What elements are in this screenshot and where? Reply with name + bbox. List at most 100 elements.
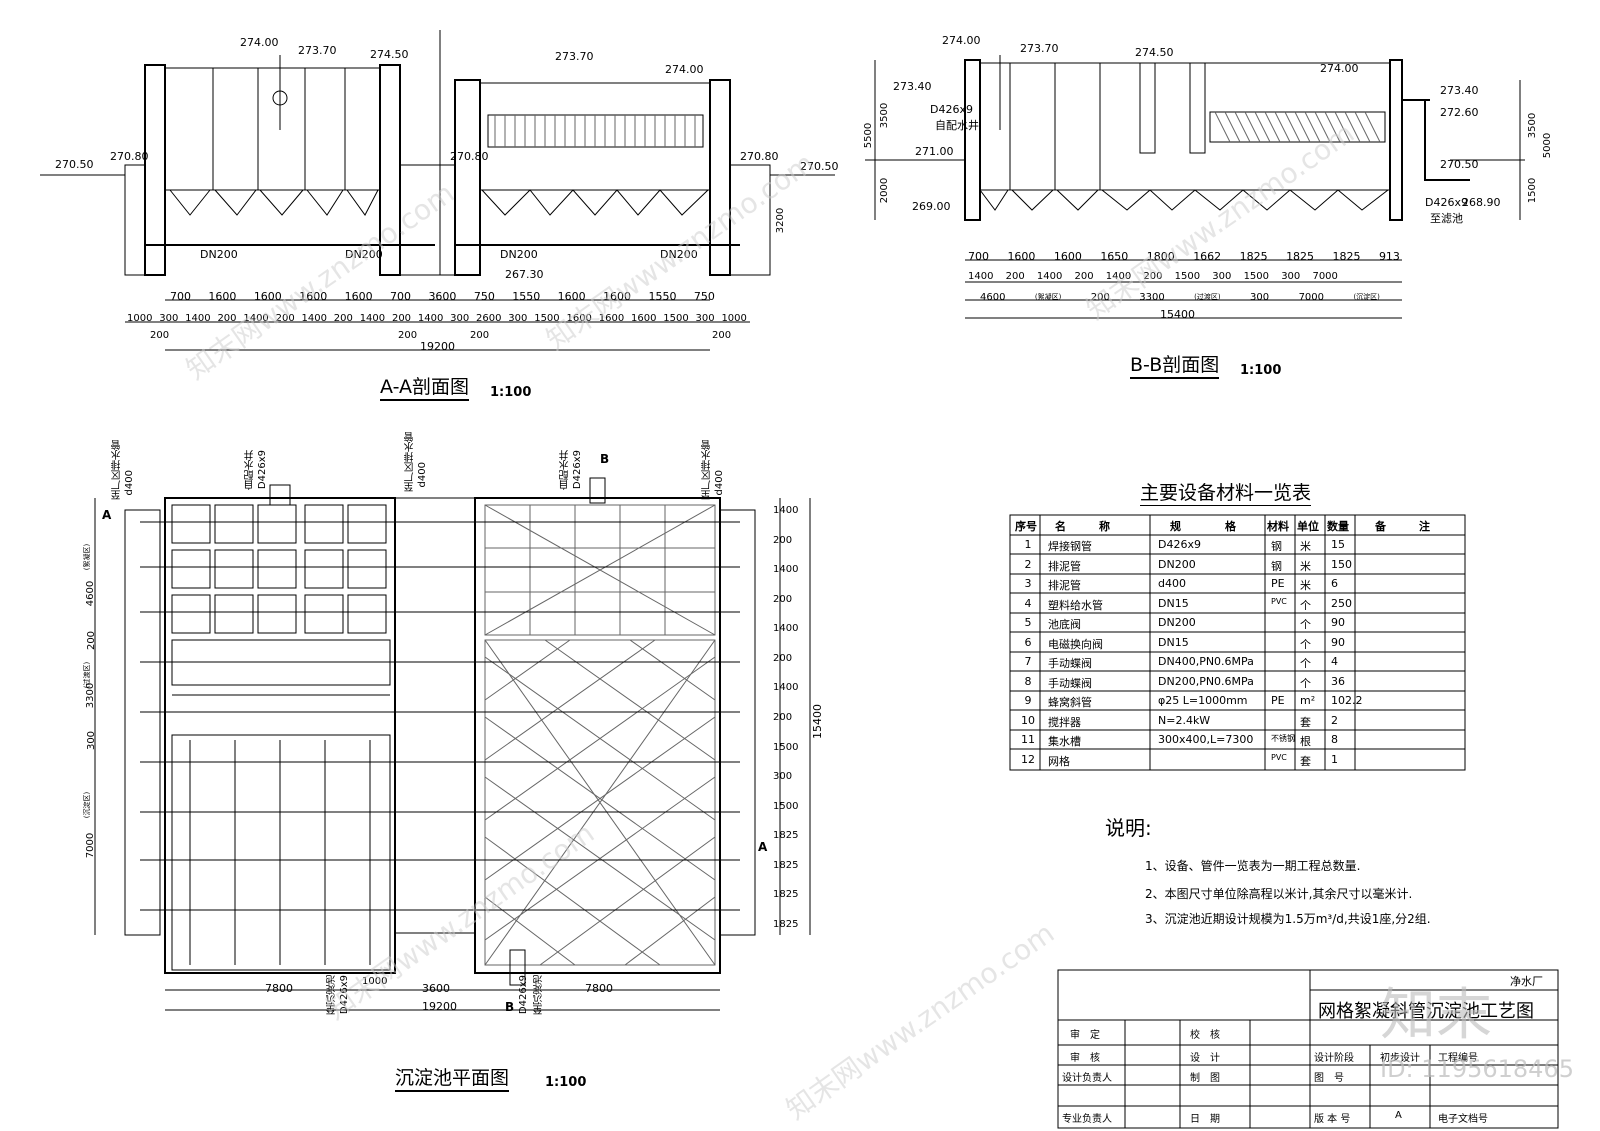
dim: 700 — [390, 290, 412, 303]
plan-vlabel: 至厂区排水管 — [702, 440, 713, 500]
dim: 200 — [1090, 292, 1110, 303]
dim: 1550 — [648, 290, 677, 303]
plan-vlabel: d400 — [417, 462, 428, 488]
table-cell: 搅拌器 — [1048, 715, 1081, 729]
table-cell: N=2.4kW — [1158, 713, 1211, 727]
plan-vlabel: 自配水井 — [245, 450, 256, 490]
table-cell: 15 — [1331, 538, 1345, 551]
table-cell: 手动蝶阀 — [1048, 657, 1092, 670]
dim: 1600 — [1007, 250, 1036, 263]
dim: 7000 — [1312, 271, 1338, 282]
table-cell: 7 — [1024, 655, 1032, 668]
dim: 1400 — [1036, 271, 1063, 282]
table-cell: 11 — [1021, 733, 1035, 746]
plan-blabel: D426x9 — [518, 975, 529, 1015]
dim: 1600 — [603, 290, 632, 303]
table-cell: 钢 — [1271, 559, 1282, 573]
aa-scale: 1:100 — [490, 385, 532, 400]
table-header: 序号 名 称 规 格 材料 单位 数量 备 注 — [1010, 515, 1465, 535]
dim: 300 — [1212, 271, 1232, 282]
note-item: 2、本图尺寸单位除高程以米计,其余尺寸以毫米计. — [1145, 887, 1413, 901]
dim: 1400 — [301, 313, 327, 324]
plan-bdim: 7800 — [585, 982, 613, 995]
section-mark: B — [505, 1000, 515, 1014]
table-cell: 5 — [1024, 616, 1032, 629]
bb-well-label: 自配水井 — [935, 119, 979, 132]
plan-vlabel: 至厂区排水管 — [112, 440, 123, 500]
title-block — [1057, 969, 1559, 1129]
plan-blabel: 至沉淀池 — [534, 975, 545, 1015]
aa-elev: 267.30 — [505, 268, 544, 281]
dim: 1600 — [344, 290, 373, 303]
table-cell: 手动蝶阀 — [1048, 676, 1092, 690]
table-title: 主要设备材料一览表 — [1140, 478, 1312, 506]
tb-cell: 设计负责人 — [1062, 1073, 1112, 1084]
dim: 2600 — [476, 313, 502, 324]
aa-elev: 270.80 — [110, 150, 149, 163]
table-cell: 12 — [1021, 752, 1035, 766]
dim: 1400 — [773, 623, 799, 635]
dim: 1500 — [1243, 271, 1270, 282]
aa-pipe: DN200 — [500, 248, 538, 261]
dim: 1400 — [773, 505, 799, 516]
dim: 1550 — [512, 290, 541, 303]
dim: 200 — [773, 711, 793, 723]
dim: 1000 — [127, 313, 153, 324]
dim: 200 — [391, 313, 412, 324]
table-cell: DN15 — [1158, 635, 1189, 649]
dim: 1600 — [1053, 250, 1082, 263]
dim: 1500 — [773, 741, 799, 753]
dim: 1600 — [566, 313, 592, 324]
th: 数量 — [1327, 520, 1349, 533]
aa-elev: 270.50 — [800, 160, 839, 173]
tb-cell: 专业负责人 — [1062, 1114, 1112, 1125]
dim: 750 — [693, 290, 715, 303]
plan-right-total: 15400 — [811, 704, 824, 739]
dim: 1825 — [773, 859, 799, 871]
th: 名 称 — [1055, 520, 1110, 533]
bb-elev: 271.00 — [915, 145, 954, 158]
table-cell: DN200 — [1158, 616, 1196, 629]
plan-ldim: (过渡区) — [83, 661, 92, 689]
table-cell: DN200,PN0.6MPa — [1158, 674, 1254, 688]
aa-elev: 270.80 — [450, 150, 489, 163]
material-table — [1009, 514, 1466, 771]
aa-title: A-A剖面图 — [380, 372, 470, 401]
bb-elev: 268.90 — [1462, 196, 1501, 209]
bb-elev: 273.40 — [893, 80, 932, 93]
table-cell: 2 — [1024, 557, 1032, 571]
dim: 200 — [1005, 271, 1025, 282]
table-cell: 6 — [1024, 635, 1032, 649]
bb-elev: 273.70 — [1020, 42, 1059, 55]
dim: 1600 — [253, 290, 282, 303]
dim: 1825 — [1286, 250, 1315, 263]
plan-vlabel: d400 — [124, 470, 135, 496]
dim: 200 — [712, 330, 732, 341]
table-cell: 个 — [1300, 676, 1311, 690]
dim: 1825 — [773, 830, 799, 842]
table-cell: 个 — [1300, 618, 1311, 631]
plan-ldim: (沉淀区) — [83, 791, 92, 819]
plan-ldim: 200 — [86, 630, 98, 651]
aa-elev: 274.00 — [240, 36, 279, 49]
bb-right-dim: 5000 — [1542, 132, 1554, 159]
dim: 1000 — [721, 313, 747, 324]
watermark: 知末网www.znzmo.com — [180, 176, 461, 387]
section-bb — [865, 55, 1525, 319]
dim: 700 — [170, 290, 191, 303]
bb-elev: 270.50 — [1440, 158, 1479, 171]
table-cell: PVC — [1271, 596, 1287, 606]
aa-pipe: DN200 — [345, 248, 383, 261]
dim: 913 — [1378, 250, 1400, 263]
aa-pipe: DN200 — [200, 248, 238, 261]
bb-scale: 1:100 — [1240, 363, 1282, 378]
tb-cell: 工程编号 — [1438, 1053, 1478, 1064]
